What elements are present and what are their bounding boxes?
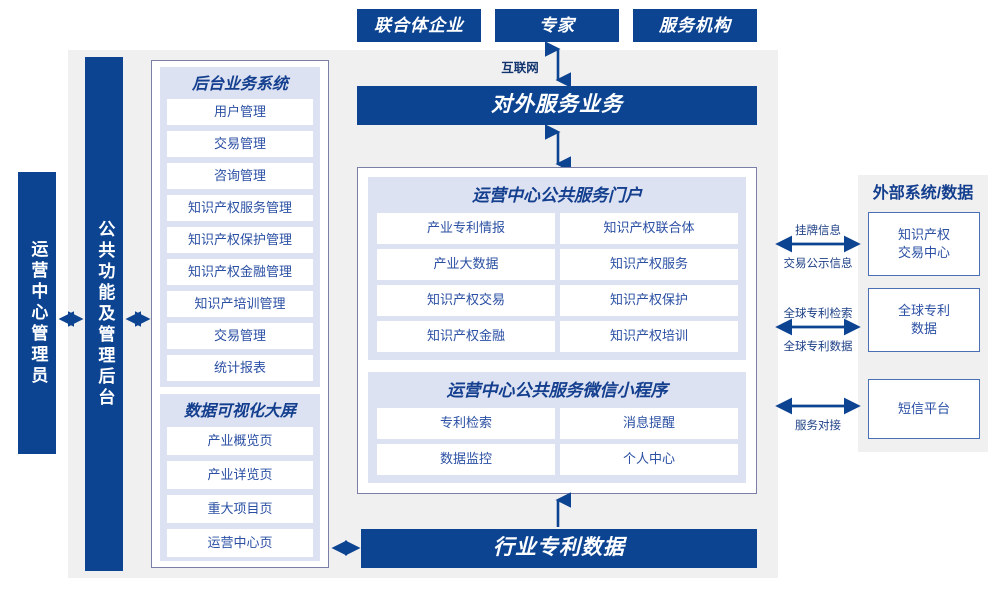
portal-item-3[interactable]: 知识产权服务 [560, 249, 738, 280]
external-connector-label-1-below: 全球专利数据 [783, 340, 853, 353]
backend-item-6[interactable]: 知识产培训管理 [167, 291, 313, 317]
portal-title: 运营中心公共服务门户 [472, 186, 642, 205]
arrow-backend-to-modules [125, 311, 151, 327]
backend-item-3[interactable]: 知识产权服务管理 [167, 195, 313, 221]
visualization-item-3[interactable]: 运营中心页 [167, 529, 313, 557]
miniprogram-item-1[interactable]: 消息提醒 [560, 408, 738, 439]
arrow-admin-to-backend [58, 311, 84, 327]
visualization-item-0[interactable]: 产业概览页 [167, 427, 313, 455]
actor-chip-service-org[interactable]: 服务机构 [633, 9, 757, 42]
backend-item-5[interactable]: 知识产权金融管理 [167, 259, 313, 285]
backend-item-8[interactable]: 统计报表 [167, 355, 313, 381]
role-bar-operations-admin[interactable]: 运营中心管理员 [18, 172, 56, 454]
backend-item-4[interactable]: 知识产权保护管理 [167, 227, 313, 253]
arrow-external-global-patent [775, 318, 861, 336]
visualization-title: 数据可视化大屏 [183, 403, 296, 420]
portal-item-1[interactable]: 知识产权联合体 [560, 213, 738, 244]
portal-item-7[interactable]: 知识产权培训 [560, 321, 738, 352]
external-connector-label-0-below: 交易公示信息 [783, 257, 853, 270]
portal-item-4[interactable]: 知识产权交易 [377, 285, 555, 316]
role-bar-common-backend[interactable]: 公共功能及管理后台 [85, 57, 123, 571]
backend-item-0[interactable]: 用户管理 [167, 99, 313, 125]
arrow-service-to-portal [545, 124, 571, 172]
external-connector-label-1-above: 全球专利检索 [783, 307, 853, 320]
backend-item-7[interactable]: 交易管理 [167, 323, 313, 349]
arrow-modules-to-industrydata [331, 540, 361, 556]
external-connector-label-0-above: 挂牌信息 [795, 224, 841, 237]
backend-business-system-title: 后台业务系统 [191, 75, 288, 93]
industry-patent-data-bar[interactable]: 行业专利数据 [361, 529, 757, 568]
external-item-ip-trading-center[interactable]: 知识产权 交易中心 [868, 212, 980, 276]
arrow-external-sms [775, 397, 861, 415]
external-systems-title: 外部系统/数据 [872, 185, 974, 202]
miniprogram-title: 运营中心公共服务微信小程序 [446, 381, 668, 400]
portal-item-2[interactable]: 产业大数据 [377, 249, 555, 280]
miniprogram-item-2[interactable]: 数据监控 [377, 444, 555, 475]
backend-item-2[interactable]: 咨询管理 [167, 163, 313, 189]
portal-item-5[interactable]: 知识产权保护 [560, 285, 738, 316]
actor-chip-consortium[interactable]: 联合体企业 [357, 9, 481, 42]
visualization-item-1[interactable]: 产业详览页 [167, 461, 313, 489]
backend-item-1[interactable]: 交易管理 [167, 131, 313, 157]
external-item-sms-platform[interactable]: 短信平台 [868, 379, 980, 439]
internet-label: 互联网 [501, 60, 539, 75]
external-connector-label-2-below: 服务对接 [795, 419, 841, 432]
visualization-item-2[interactable]: 重大项目页 [167, 495, 313, 523]
arrow-industrydata-to-portal [555, 492, 571, 527]
portal-item-6[interactable]: 知识产权金融 [377, 321, 555, 352]
portal-item-0[interactable]: 产业专利情报 [377, 213, 555, 244]
external-service-bar[interactable]: 对外服务业务 [357, 86, 757, 125]
arrow-internet [545, 41, 571, 88]
actor-chip-expert[interactable]: 专家 [495, 9, 619, 42]
miniprogram-item-3[interactable]: 个人中心 [560, 444, 738, 475]
arrow-external-ip-trading [775, 235, 861, 253]
miniprogram-item-0[interactable]: 专利检索 [377, 408, 555, 439]
external-item-global-patent-data[interactable]: 全球专利 数据 [868, 288, 980, 352]
